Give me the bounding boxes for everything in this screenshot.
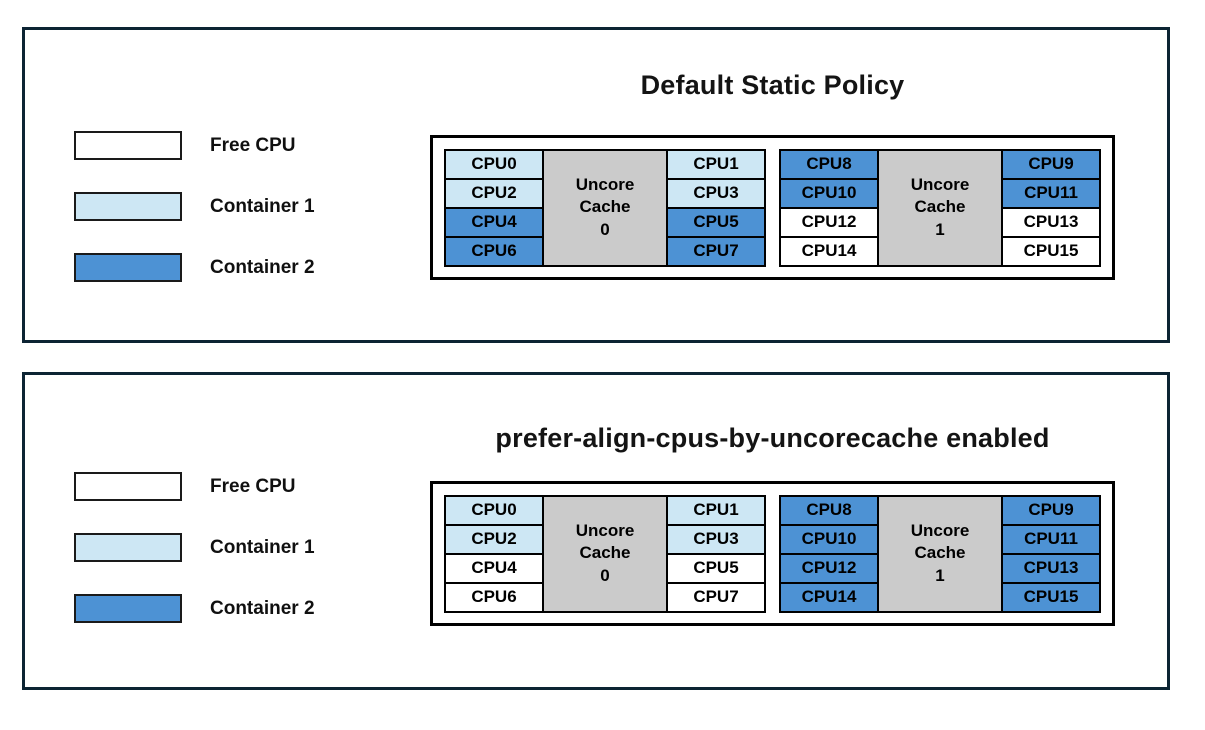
legend: Free CPU Container 1 Container 2 [74, 472, 315, 623]
cpu-cell: CPU15 [1001, 581, 1101, 613]
cpu-cell: CPU0 [444, 494, 544, 526]
cpu-cell: CPU10 [779, 177, 879, 209]
cpu-cell: CPU2 [444, 523, 544, 555]
legend-swatch [74, 594, 182, 623]
uncore-cache-label-line: Uncore [575, 175, 635, 195]
legend-item: Container 2 [74, 594, 315, 623]
legend-swatch [74, 192, 182, 221]
cpu-cell: CPU8 [779, 494, 879, 526]
cpu-cell: CPU9 [1001, 148, 1101, 180]
legend-item: Container 1 [74, 192, 315, 221]
legend-label: Free CPU [210, 134, 296, 156]
legend-label: Container 2 [210, 256, 315, 278]
cpu-cell: CPU12 [779, 206, 879, 238]
legend-label: Container 2 [210, 597, 315, 619]
uncore-cache-label-line: Cache [579, 543, 631, 563]
panel-title: prefer-align-cpus-by-uncorecache enabled [495, 423, 1050, 453]
panel-prefer-align-uncorecache: prefer-align-cpus-by-uncorecache enabled… [22, 372, 1170, 690]
cpu-cell: CPU14 [779, 581, 879, 613]
cpu-cell: CPU2 [444, 177, 544, 209]
legend-swatch [74, 131, 182, 160]
legend-label: Container 1 [210, 195, 315, 217]
uncore-cache-label-line: 0 [600, 565, 610, 585]
legend-item: Free CPU [74, 131, 315, 160]
legend-item: Container 1 [74, 533, 315, 562]
uncore-cache-label-line: Uncore [910, 521, 970, 541]
legend-swatch [74, 253, 182, 282]
uncore-cache-label-line: Cache [579, 197, 631, 217]
cpu-cell: CPU11 [1001, 177, 1101, 209]
cpu-cell: CPU8 [779, 148, 879, 180]
cpu-cell: CPU14 [779, 235, 879, 267]
cpu-cell: CPU12 [779, 552, 879, 584]
cpu-cell: CPU6 [444, 235, 544, 267]
cpu-cell: CPU3 [666, 523, 766, 555]
cpu-cell: CPU7 [666, 235, 766, 267]
uncore-cache-label-line: Cache [914, 543, 966, 563]
cpu-cell: CPU10 [779, 523, 879, 555]
cpu-cell: CPU5 [666, 552, 766, 584]
panel-default-static-policy: Default Static Policy Free CPU Container … [22, 27, 1170, 343]
cpu-cell: CPU9 [1001, 494, 1101, 526]
legend-swatch [74, 472, 182, 501]
cpu-cell: CPU0 [444, 148, 544, 180]
uncore-cache-label-line: Uncore [910, 175, 970, 195]
cpu-cell: CPU15 [1001, 235, 1101, 267]
cpu-cell: CPU5 [666, 206, 766, 238]
panel-title: Default Static Policy [640, 70, 905, 100]
legend-label: Container 1 [210, 536, 315, 558]
uncore-cache-label-line: Uncore [575, 521, 635, 541]
cpu-cell: CPU3 [666, 177, 766, 209]
legend-item: Container 2 [74, 253, 315, 282]
cpu-cell: CPU1 [666, 494, 766, 526]
legend-swatch [74, 533, 182, 562]
uncore-cache-label-line: 0 [600, 219, 610, 239]
legend: Free CPU Container 1 Container 2 [74, 131, 315, 282]
cpu-cell: CPU13 [1001, 206, 1101, 238]
cpu-cell: CPU4 [444, 552, 544, 584]
legend-item: Free CPU [74, 472, 315, 501]
cpu-cell: CPU6 [444, 581, 544, 613]
cpu-cell: CPU4 [444, 206, 544, 238]
cpu-cell: CPU7 [666, 581, 766, 613]
cpu-cell: CPU1 [666, 148, 766, 180]
cpu-cell: CPU13 [1001, 552, 1101, 584]
cpu-cell: CPU11 [1001, 523, 1101, 555]
legend-label: Free CPU [210, 475, 296, 497]
uncore-cache-label-line: 1 [935, 219, 945, 239]
uncore-cache-label-line: Cache [914, 197, 966, 217]
uncore-cache-label-line: 1 [935, 565, 945, 585]
